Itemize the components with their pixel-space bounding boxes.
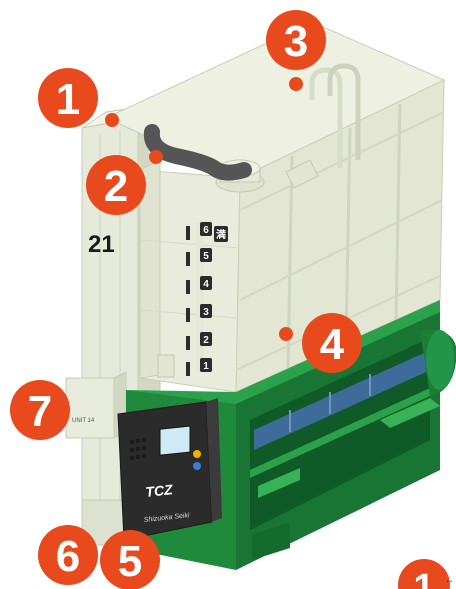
callout-5[interactable]: 5 bbox=[100, 530, 160, 589]
svg-text:4: 4 bbox=[203, 279, 209, 290]
callout-2[interactable]: 2 bbox=[86, 155, 146, 215]
svg-text:満: 満 bbox=[216, 228, 226, 241]
control-panel[interactable]: TCZ Shizuoka Seiki bbox=[118, 398, 222, 540]
level-marker-2: 2 bbox=[200, 332, 212, 346]
legend-dots: .. bbox=[446, 571, 453, 585]
marker-dot-4 bbox=[279, 327, 293, 341]
level-marker-5: 5 bbox=[200, 248, 212, 262]
level-marker-6: 6 bbox=[200, 222, 212, 236]
svg-text:6: 6 bbox=[56, 532, 80, 581]
svg-text:2: 2 bbox=[104, 162, 128, 211]
panel-display bbox=[160, 426, 190, 455]
callout-4[interactable]: 4 bbox=[302, 313, 362, 373]
panel-button-yellow[interactable] bbox=[193, 450, 201, 458]
callout-3[interactable]: 3 bbox=[266, 10, 326, 70]
svg-text:1: 1 bbox=[203, 361, 209, 372]
marker-dot-2 bbox=[149, 150, 163, 164]
legend-callout-1[interactable]: 1 bbox=[398, 559, 450, 589]
callout-7[interactable]: 7 bbox=[10, 380, 70, 440]
svg-text:4: 4 bbox=[320, 320, 345, 369]
side-label: UNIT 14 bbox=[72, 418, 95, 424]
level-marker-3: 3 bbox=[200, 304, 212, 318]
svg-text:2: 2 bbox=[203, 335, 209, 346]
level-marker-4: 4 bbox=[200, 276, 212, 290]
full-mark: 満 bbox=[214, 226, 228, 242]
callout-1[interactable]: 1 bbox=[38, 68, 98, 128]
svg-text:7: 7 bbox=[28, 387, 52, 436]
svg-text:1: 1 bbox=[413, 567, 434, 589]
svg-text:5: 5 bbox=[203, 251, 209, 262]
svg-text:1: 1 bbox=[56, 75, 80, 124]
callout-6[interactable]: 6 bbox=[38, 525, 98, 585]
level-marker-1: 1 bbox=[200, 358, 212, 372]
svg-text:5: 5 bbox=[118, 537, 142, 586]
marker-dot-3 bbox=[289, 77, 303, 91]
panel-button-blue[interactable] bbox=[193, 462, 201, 470]
svg-text:3: 3 bbox=[203, 307, 209, 318]
panel-logo: TCZ bbox=[145, 481, 174, 500]
unit-number: 21 bbox=[88, 231, 115, 258]
marker-dot-1 bbox=[105, 113, 119, 127]
svg-text:3: 3 bbox=[284, 17, 308, 66]
svg-text:6: 6 bbox=[203, 225, 209, 236]
